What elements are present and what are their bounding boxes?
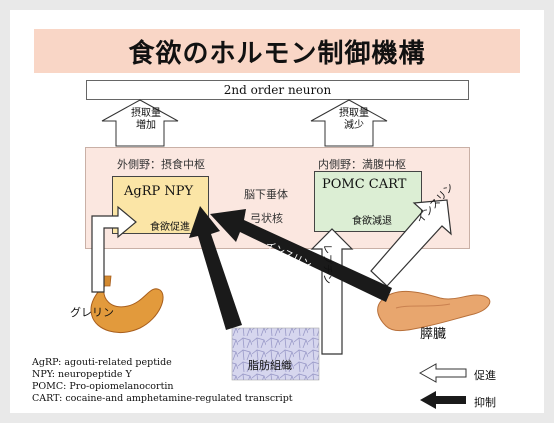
agrp-npy-label: AgRP NPY xyxy=(124,184,194,199)
definition-cart: CART: cocaine-and amphetamine-regulated … xyxy=(32,393,293,404)
legend-promote-label: 促進 xyxy=(474,369,496,382)
pomc-cart-label: POMC CART xyxy=(322,177,407,192)
leptin-inhibit-arrow xyxy=(189,206,242,330)
leptin-promote-text: レプチン xyxy=(321,244,332,284)
legend-promote-arrow xyxy=(418,363,467,383)
definition-pomc: POMC: Pro-opiomelanocortin xyxy=(32,381,174,392)
title-band xyxy=(34,29,520,73)
pomc-cart-box xyxy=(314,171,422,232)
arcuate-label: 弓状核 xyxy=(250,212,283,225)
agrp-sub-label: 食欲促進 xyxy=(150,222,190,233)
stomach-image xyxy=(90,282,164,333)
second-order-neuron-box: 2nd order neuron xyxy=(86,80,469,100)
intake-increase-label: 摂取量増加 xyxy=(131,108,161,131)
abbreviation-definitions: AgRP: agouti-related peptide NPY: neurop… xyxy=(32,357,293,405)
insulin-inhibit-arrow xyxy=(210,209,392,302)
pancreas-label: 膵臓 xyxy=(420,327,447,342)
slide-title: 食欲のホルモン制御機構 xyxy=(128,38,426,69)
definition-npy: NPY: neuropeptide Y xyxy=(32,369,132,380)
adipose-label: 脂肪組織 xyxy=(248,359,292,372)
lateral-area-label: 外側野：摂食中枢 xyxy=(117,158,205,171)
legend-inhibit-label: 抑制 xyxy=(474,396,496,409)
insulin-promote-arrow xyxy=(370,199,452,287)
pituitary-label: 脳下垂体 xyxy=(244,188,288,201)
intake-increase-arrow xyxy=(101,99,179,147)
adipose-tissue-image xyxy=(231,327,320,381)
pancreas-image xyxy=(377,290,491,332)
intake-decrease-arrow xyxy=(310,99,388,147)
definition-agrp: AgRP: agouti-related peptide xyxy=(32,357,172,368)
ghrelin-label: グレリン xyxy=(70,306,114,319)
pomc-sub-label: 食欲減退 xyxy=(352,216,392,227)
medial-area-label: 内側野：満腹中枢 xyxy=(318,158,406,171)
ghrelin-arrow xyxy=(91,205,137,293)
legend-inhibit-arrow xyxy=(420,391,466,409)
intake-decrease-label: 摂取量減少 xyxy=(339,108,369,131)
